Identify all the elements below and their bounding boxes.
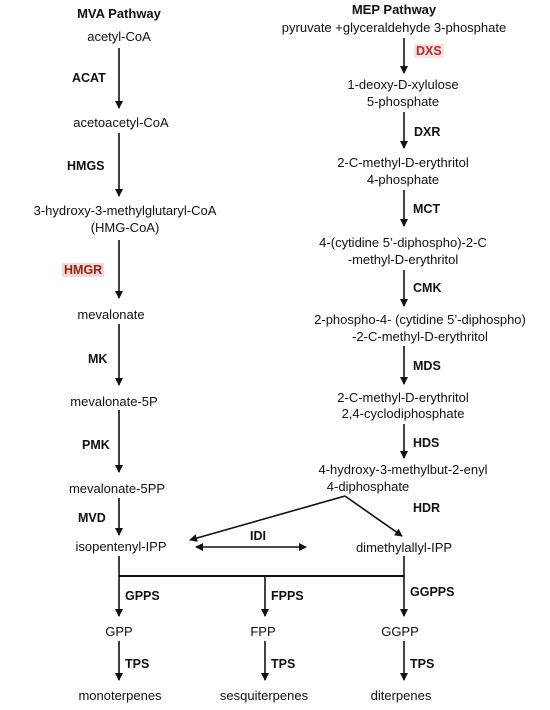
- enzyme-mk: MK: [88, 352, 108, 366]
- enzyme-gpps: GPPS: [125, 589, 160, 603]
- node-cdp-me-line2: -methyl-D-erythritol: [347, 252, 459, 267]
- node-gpp: GPP: [105, 624, 133, 639]
- enzyme-hmgr: HMGR: [62, 262, 105, 278]
- node-acetoacetyl-coa: acetoacetyl-CoA: [73, 115, 169, 130]
- node-acetyl-coa: acetyl-CoA: [87, 29, 151, 44]
- arrow-hdr-to-ipp: [189, 495, 346, 542]
- enzyme-hds: HDS: [413, 436, 440, 450]
- enzyme-pmk: PMK: [82, 438, 110, 452]
- mep-title: MEP Pathway: [351, 2, 437, 17]
- node-dmapp: dimethylallyl-IPP: [355, 540, 453, 555]
- node-fpp: FPP: [250, 624, 276, 639]
- node-mevalonate-5pp: mevalonate-5PP: [68, 481, 166, 496]
- node-mep-line2: 4-phosphate: [366, 172, 440, 187]
- enzyme-tps-1: TPS: [125, 657, 150, 671]
- node-mevalonate: mevalonate: [77, 307, 145, 322]
- node-monoterpenes: monoterpenes: [78, 688, 162, 703]
- node-dxp-line2: 5-phosphate: [366, 94, 440, 109]
- enzyme-tps-2: TPS: [271, 657, 296, 671]
- node-dxp-line1: 1-deoxy-D-xylulose: [347, 77, 459, 92]
- node-mevalonate-5p: mevalonate-5P: [70, 394, 158, 409]
- enzyme-dxs: DXS: [414, 43, 444, 59]
- enzyme-mct: MCT: [413, 202, 441, 216]
- node-sesquiterpenes: sesquiterpenes: [219, 688, 309, 703]
- enzyme-hdr: HDR: [413, 501, 441, 515]
- node-mecpp-line2: 2,4-cyclodiphosphate: [341, 406, 465, 421]
- enzyme-idi: IDI: [250, 529, 266, 543]
- node-cdp-mep-line1: 2-phospho-4- (cytidine 5’-diphospho): [314, 312, 526, 327]
- enzyme-cmk: CMK: [413, 281, 442, 295]
- enzyme-mvd: MVD: [78, 511, 106, 525]
- node-hmg-coa-line2: (HMG-CoA): [90, 220, 160, 235]
- node-mecpp-line1: 2-C-methyl-D-erythritol: [337, 390, 469, 405]
- node-mep-line1: 2-C-methyl-D-erythritol: [337, 155, 469, 170]
- enzyme-ggpps: GGPPS: [410, 585, 455, 599]
- node-diterpenes: diterpenes: [370, 688, 432, 703]
- enzyme-dxr: DXR: [414, 125, 441, 139]
- dxs-highlight: DXS: [414, 44, 444, 58]
- node-hmg-coa-line1: 3-hydroxy-3-methylglutaryl-CoA: [33, 203, 217, 218]
- hmgr-highlight: HMGR: [62, 263, 105, 277]
- node-ggpp: GGPP: [381, 624, 419, 639]
- arrow-hdr-to-dmapp: [344, 495, 403, 537]
- node-hmbpp-line1: 4-hydroxy-3-methylbut-2-enyl: [318, 462, 488, 477]
- enzyme-mds: MDS: [413, 359, 441, 373]
- enzyme-tps-3: TPS: [410, 657, 435, 671]
- enzyme-hmgs: HMGS: [67, 159, 105, 173]
- node-ipp: isopentenyl-IPP: [75, 539, 167, 554]
- node-cdp-mep-line2: -2-C-methyl-D-erythritol: [352, 329, 488, 344]
- node-cdp-me-line1: 4-(cytidine 5’-diphospho)-2-C: [319, 235, 487, 250]
- mva-title: MVA Pathway: [77, 6, 161, 21]
- node-pyruvate-g3p: pyruvate +glyceraldehyde 3-phosphate: [281, 20, 507, 35]
- node-hmbpp-line2: 4-diphosphate: [326, 479, 410, 494]
- enzyme-acat: ACAT: [72, 71, 106, 85]
- enzyme-fpps: FPPS: [271, 589, 304, 603]
